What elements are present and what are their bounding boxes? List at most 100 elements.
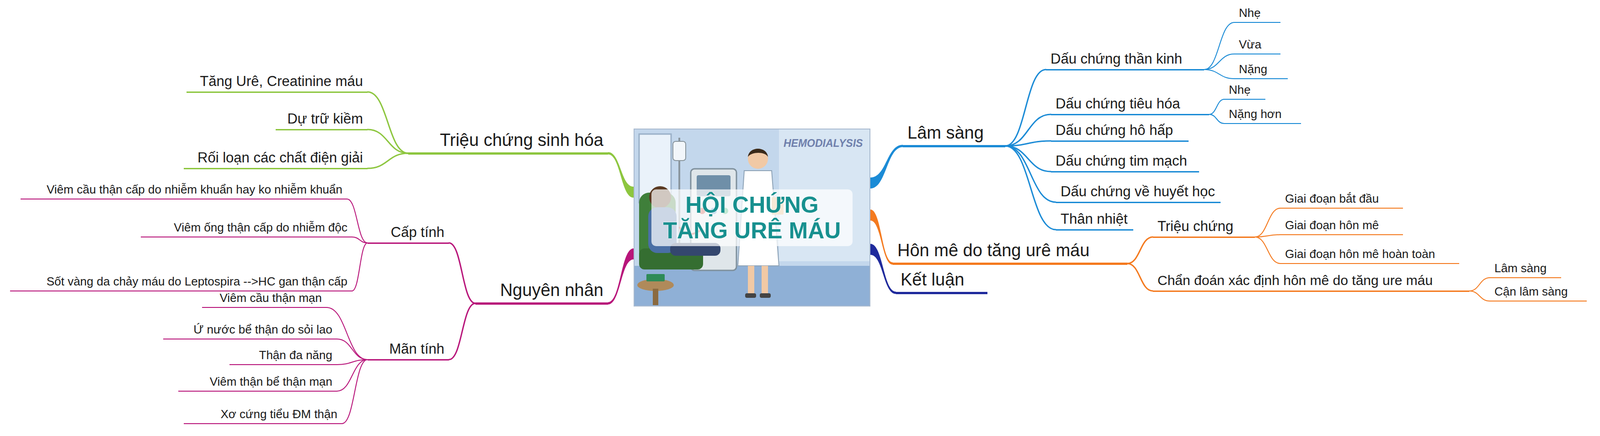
leaf-topic: Cận lâm sàng: [1489, 284, 1587, 302]
subtopic: Dấu chứng hô hấp: [1050, 122, 1189, 142]
leaf-topic: Giai đoạn hôn mê: [1280, 218, 1403, 235]
leaf-topic: Ứ nước bể thận do sỏi lao: [163, 322, 337, 340]
topic-text: Cận lâm sàng: [1494, 284, 1568, 299]
topic-text: Nặng: [1238, 62, 1268, 77]
topic-text: Thận đa năng: [259, 348, 333, 363]
topic-text: Dấu chứng thần kinh: [1050, 50, 1183, 68]
subtopic: Chẩn đoán xác định hôn mê do tăng ure má…: [1152, 272, 1470, 292]
branch-line: [1005, 140, 1051, 146]
branch-line: [1254, 234, 1281, 237]
topic-text: Sốt vàng da chảy máu do Leptospira -->HC…: [46, 274, 348, 289]
topic-text: Nhẹ: [1238, 6, 1261, 21]
leaf-topic: Sốt vàng da chảy máu do Leptospira -->HC…: [10, 274, 352, 292]
leaf-topic: Nặng hơn: [1224, 106, 1302, 124]
subtopic: Tăng Urê, Creatinine máu: [186, 73, 368, 93]
topic-text: Thân nhiệt: [1060, 210, 1128, 228]
leaf-topic: Vừa: [1234, 37, 1281, 55]
topic-text: Lâm sàng: [907, 122, 984, 144]
branch-line: [352, 242, 368, 291]
leaf-topic: Nhẹ: [1234, 5, 1281, 23]
subtopic: Dấu chứng tiêu hóa: [1050, 95, 1210, 116]
topic-text: Ứ nước bể thận do sỏi lao: [193, 322, 333, 337]
topic-text: Dấu chứng tim mạch: [1055, 152, 1188, 170]
leaf-topic: Viêm cầu thận cấp do nhiễm khuẩn hay ko …: [20, 182, 347, 200]
nurse-shoe: [745, 293, 757, 298]
subtopic: Dấu chứng thần kinh: [1045, 50, 1205, 71]
image-frame: [634, 128, 870, 306]
leaf-topic: Nặng: [1234, 62, 1288, 80]
branch-line: [336, 359, 368, 391]
topic-text: Dự trữ kiềm: [287, 110, 363, 128]
central-title: HỘI CHỨNG TĂNG URÊ MÁU: [651, 189, 853, 246]
topic-text: Nhẹ: [1228, 83, 1251, 97]
branch-line: [1209, 99, 1225, 115]
topic-text: Dấu chứng tiêu hóa: [1055, 95, 1180, 112]
leaf-topic: Lâm sàng: [1489, 261, 1562, 278]
topic-text: Viêm thận bể thận mạn: [209, 374, 333, 389]
branch-line: [1127, 263, 1153, 291]
branch-line: [1469, 277, 1490, 291]
subtopic: Dấu chứng tim mạch: [1050, 152, 1200, 173]
branch-line: [326, 307, 368, 360]
topic-text: Vừa: [1238, 37, 1262, 52]
topic-text: Tăng Urê, Creatinine máu: [199, 73, 363, 90]
branch-line: [1005, 145, 1056, 230]
topic-text: Dấu chứng về huyết học: [1060, 183, 1216, 200]
leaf-topic: Nhẹ: [1224, 82, 1266, 100]
main-branch: [608, 248, 634, 305]
subtopic: Dấu chứng về huyết học: [1056, 183, 1221, 203]
branch-line: [1005, 145, 1056, 203]
branch-line: [1469, 290, 1490, 301]
leaf-topic: Giai đoạn hôn mê hoàn toàn: [1280, 246, 1460, 264]
subtopic: Cấp tính: [367, 224, 449, 244]
branch-line: [448, 242, 476, 304]
branch-line: [1204, 53, 1235, 70]
nurse-shoe: [759, 293, 771, 298]
wall-sign: HEMODIALYSIS: [783, 137, 863, 150]
topic-text: Viêm ống thận cấp do nhiễm độc: [173, 220, 348, 235]
main-topic: Lâm sàng: [902, 122, 1006, 148]
main-topic: Nguyên nhân: [475, 280, 608, 305]
branch-line: [1254, 236, 1281, 264]
table-leg: [652, 288, 659, 305]
leaf-topic: Viêm cầu thận mạn: [202, 290, 327, 308]
main-branch: [608, 152, 634, 198]
topic-text: Triệu chứng: [1157, 218, 1234, 235]
topic-text: Rối loạn các chất điện giải: [197, 149, 363, 166]
subtopic: Triệu chứng: [1152, 218, 1255, 238]
leaf-topic: Viêm ống thận cấp do nhiễm độc: [140, 220, 352, 238]
leaf-topic: Giai đoạn bắt đầu: [1280, 191, 1403, 209]
main-topic: Hôn mê do tăng urê máu: [892, 240, 1128, 265]
branch-line: [1204, 22, 1235, 70]
topic-text: Cấp tính: [390, 224, 445, 241]
iv-bag: [672, 141, 686, 161]
leaf-topic: Xơ cứng tiểu ĐM thận: [183, 406, 342, 424]
branch-line: [367, 153, 409, 169]
subtopic: Rối loạn các chất điện giải: [183, 149, 368, 170]
branch-line: [336, 338, 368, 360]
topic-text: Xơ cứng tiểu ĐM thận: [220, 407, 338, 422]
floor: [633, 265, 871, 307]
topic-text: Dấu chứng hô hấp: [1055, 122, 1174, 139]
topic-text: Lâm sàng: [1494, 261, 1547, 276]
topic-text: Kết luận: [900, 269, 965, 290]
branch-line: [346, 198, 368, 243]
topic-text: Giai đoạn hôn mê: [1285, 218, 1379, 233]
topic-text: Nặng hơn: [1228, 107, 1282, 122]
book: [646, 273, 665, 282]
topic-text: Chẩn đoán xác định hôn mê do tăng ure má…: [1157, 272, 1433, 289]
topic-text: Giai đoạn bắt đầu: [1285, 192, 1379, 206]
topic-text: Giai đoạn hôn mê hoàn toàn: [1285, 247, 1435, 262]
topic-text: Nguyên nhân: [500, 280, 604, 301]
main-topic: Kết luận: [896, 269, 988, 294]
topic-text: Triệu chứng sinh hóa: [439, 130, 604, 151]
topic-text: Mãn tính: [389, 340, 445, 358]
nurse-leg: [761, 265, 768, 294]
subtopic: Thân nhiệt: [1056, 210, 1134, 231]
leaf-topic: Viêm thận bể thận mạn: [178, 374, 337, 392]
topic-text: Viêm cầu thận cấp do nhiễm khuẩn hay ko …: [46, 182, 343, 197]
main-branch: [870, 243, 896, 294]
branch-line: [367, 129, 409, 154]
branch-line: [1005, 114, 1051, 146]
